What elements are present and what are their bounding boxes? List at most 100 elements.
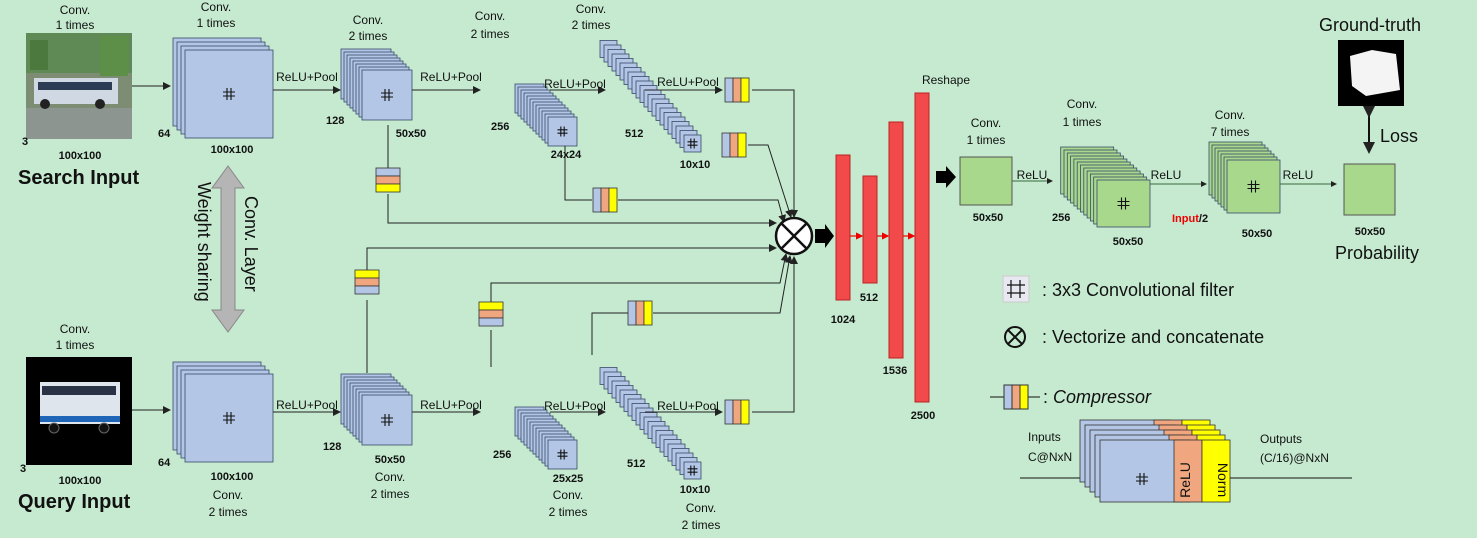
filter-legend-icon <box>1002 275 1030 303</box>
fc-bar-512 <box>862 175 878 284</box>
query-stage4-stack <box>599 367 702 480</box>
output-block <box>1343 163 1396 216</box>
probability-label: Probability <box>1335 243 1419 263</box>
fc-size-2500: 2500 <box>911 410 935 422</box>
legend-filter-text: : 3x3 Convolutional filter <box>1042 280 1234 300</box>
filter-legend-glyph <box>1007 280 1025 298</box>
compressor-icon <box>354 269 380 295</box>
decoder-s2-conv-2: 1 times <box>1063 115 1102 129</box>
search-s2-conv-2: 2 times <box>349 29 388 43</box>
compressor-icons <box>354 77 750 425</box>
query-s3-conv-2: 2 times <box>549 505 588 519</box>
fc-size-1024: 1024 <box>831 314 856 326</box>
query-input-channels: 3 <box>20 463 26 475</box>
concat-legend-icon <box>1004 326 1026 348</box>
query-input-title: Query Input <box>18 491 131 513</box>
query-s1-size: 100x100 <box>211 471 254 483</box>
relu-pool-label: ReLU+Pool <box>544 77 606 91</box>
decoder-relu-label: ReLU <box>1017 168 1048 182</box>
filter-icon <box>687 465 698 476</box>
decoder-s1-conv-1: Conv. <box>971 116 1001 130</box>
legend-concat-text: : Vectorize and concatenate <box>1042 327 1264 347</box>
search-s4-conv-2: 2 times <box>572 18 611 32</box>
query-s2-size: 50x50 <box>375 454 406 466</box>
fc-size-512: 512 <box>860 292 878 304</box>
reshape-arrow <box>936 166 956 188</box>
skip-connection <box>490 253 789 302</box>
query-stage3-stack <box>514 406 578 470</box>
feature-map <box>1226 159 1281 214</box>
compressor-inputs-shape: C@NxN <box>1028 450 1072 464</box>
feature-stacks <box>172 37 1281 480</box>
decoder-stage2-stack <box>1060 146 1151 228</box>
legend-compressor-text: : Compressor <box>1043 387 1152 407</box>
compressor-icon <box>627 300 653 326</box>
skip-connection <box>752 256 798 413</box>
search-s2-size: 50x50 <box>396 128 427 140</box>
query-s2-conv-1: Conv. <box>375 470 405 484</box>
search-image <box>26 33 132 139</box>
weight-sharing-arrow <box>211 165 245 333</box>
filter-icon <box>687 138 698 149</box>
search-input-channels: 3 <box>22 136 28 148</box>
skip-connection <box>618 199 787 223</box>
fc-bar-1024 <box>835 154 851 301</box>
compressor-outputs-label: Outputs <box>1260 432 1302 446</box>
query-s1-conv-2: 2 times <box>209 505 248 519</box>
decoder-s1-size: 50x50 <box>973 212 1004 224</box>
query-input-conv-2: 1 times <box>56 338 95 352</box>
decoder-stage3-stack <box>1208 141 1281 214</box>
feature-map <box>361 394 413 446</box>
query-s3-size: 25x25 <box>553 473 584 485</box>
filter-icon <box>557 449 568 460</box>
feature-map <box>361 69 413 121</box>
search-s3-conv-2: 2 times <box>471 27 510 41</box>
query-input-conv-1: Conv. <box>60 322 90 336</box>
feature-map <box>184 373 274 463</box>
decoder-s2-depth: 256 <box>1052 212 1070 224</box>
compressor-icon <box>592 187 618 213</box>
decoder-relu-label: ReLU <box>1151 168 1182 182</box>
search-input-conv-2: 1 times <box>56 18 95 32</box>
concat-operator <box>774 216 814 256</box>
query-image <box>26 357 132 465</box>
search-input-size: 100x100 <box>59 150 102 162</box>
filter-icon <box>1247 180 1260 193</box>
decoder-s2-conv-1: Conv. <box>1067 97 1097 111</box>
skip-connection <box>366 244 777 270</box>
legend: : 3x3 Convolutional filter : Vectorize a… <box>990 275 1264 410</box>
compressor-norm-label: Norm <box>1215 463 1231 497</box>
concat-to-fc-arrow <box>815 224 834 248</box>
query-input-size: 100x100 <box>59 475 102 487</box>
relu-pool-label: ReLU+Pool <box>420 70 482 84</box>
query-s3-conv-1: Conv. <box>553 488 583 502</box>
query-s4-conv-1: Conv. <box>686 501 716 515</box>
skip-connection <box>748 144 793 218</box>
skip-connection <box>564 146 592 201</box>
skip-connection <box>387 194 777 227</box>
relu-pool-label: ReLU+Pool <box>276 398 338 412</box>
feature-map <box>683 461 702 480</box>
skip-connection <box>591 312 628 355</box>
output-size: 50x50 <box>1355 226 1386 238</box>
relu-pool-label: ReLU+Pool <box>420 398 482 412</box>
weight-sharing-label: Weight sharing <box>194 182 214 302</box>
search-stage2-stack <box>340 48 413 121</box>
decoder-relu-label: ReLU <box>1283 168 1314 182</box>
decoder-s1-conv-2: 1 times <box>967 133 1006 147</box>
feature-map <box>1096 179 1151 228</box>
filter-icon <box>1136 473 1148 485</box>
query-s2-conv-2: 2 times <box>371 487 410 501</box>
ground-truth-title: Ground-truth <box>1319 15 1421 35</box>
compressor-icon <box>724 77 750 103</box>
query-s4-size: 10x10 <box>680 484 711 496</box>
decoder-s3-conv-1: Conv. <box>1215 108 1245 122</box>
relu-pool-label: ReLU+Pool <box>657 399 719 413</box>
compressor-icon <box>478 301 504 327</box>
search-s2-conv-1: Conv. <box>353 13 383 27</box>
search-s2-depth: 128 <box>326 115 344 127</box>
decoder-s3-conv-2: 7 times <box>1211 125 1250 139</box>
decoder-s3-size: 50x50 <box>1242 228 1273 240</box>
compressor-outputs-shape: (C/16)@NxN <box>1260 451 1329 465</box>
